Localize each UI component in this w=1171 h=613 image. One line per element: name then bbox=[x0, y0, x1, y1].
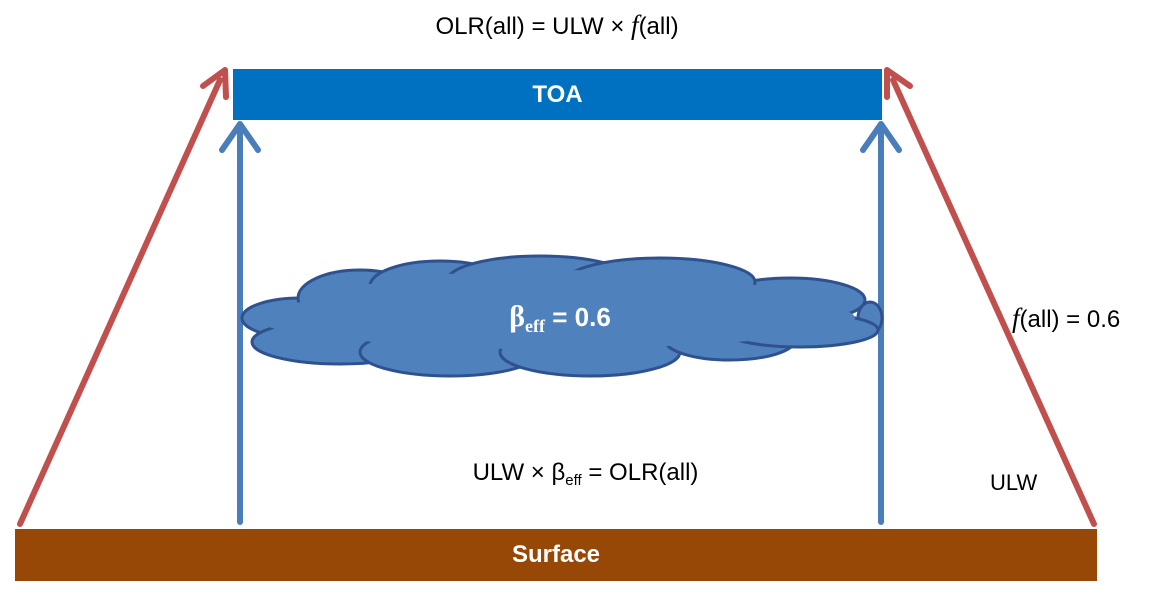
bottom-equation-suffix: = OLR(all) bbox=[581, 459, 699, 486]
toa-bar bbox=[233, 69, 882, 120]
bottom-equation-sub: eff bbox=[565, 472, 582, 489]
red-arrow-left bbox=[17, 67, 229, 527]
bottom-equation: ULW × βeff = OLR(all) bbox=[0, 459, 1171, 489]
surface-bar bbox=[15, 529, 1097, 581]
bottom-equation-prefix: ULW × β bbox=[472, 459, 566, 486]
cloud-label-beta: β bbox=[509, 300, 526, 333]
toa-label: TOA bbox=[532, 81, 583, 108]
title-equation-prefix: OLR(all) = ULW × bbox=[435, 13, 632, 40]
title-equation-f: f bbox=[631, 10, 639, 40]
blue-arrow-left bbox=[219, 121, 261, 525]
f-all-label-text: (all) = 0.6 bbox=[1019, 306, 1121, 333]
cloud-label-value: = 0.6 bbox=[545, 302, 611, 332]
title-equation-suffix: (all) bbox=[638, 13, 679, 40]
cloud-label-sub: eff bbox=[525, 316, 545, 336]
cloud-shape bbox=[240, 254, 884, 378]
red-arrow-right bbox=[884, 67, 1097, 527]
title-equation: OLR(all) = ULW × f(all) bbox=[0, 10, 1114, 41]
f-all-label: f(all) = 0.6 bbox=[1012, 303, 1120, 334]
cloud-label: βeff = 0.6 bbox=[440, 300, 680, 337]
f-all-label-f: f bbox=[1012, 303, 1020, 333]
surface-label: Surface bbox=[511, 541, 601, 568]
ulw-label: ULW bbox=[990, 470, 1038, 495]
